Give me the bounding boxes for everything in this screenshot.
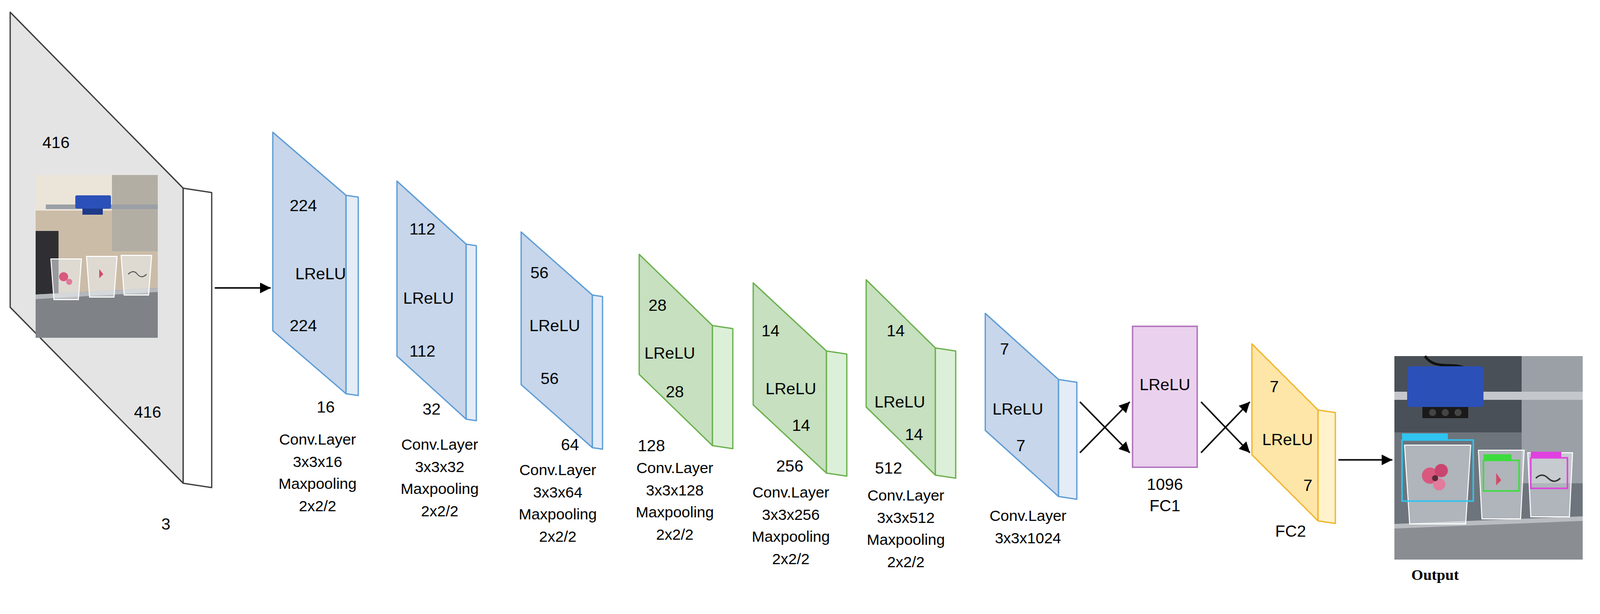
layer-label: FC1 — [1149, 496, 1181, 516]
layer-caption: Conv.Layer 3x3x128 Maxpooling 2x2/2 — [635, 456, 714, 546]
box-outline — [1131, 325, 1198, 469]
layer-label: 28 — [648, 296, 667, 316]
box-fill — [1132, 326, 1198, 468]
layer-label: LReLU — [992, 400, 1044, 419]
conv-layer-slab: 28LReLU28128Conv.Layer 3x3x128 Maxpoolin… — [639, 254, 733, 449]
layer-label: 512 — [874, 459, 902, 478]
conv-layer-slab: 14LReLU14256Conv.Layer 3x3x256 Maxpoolin… — [753, 282, 847, 477]
conv-layer-slab: 14LReLU14512Conv.Layer 3x3x512 Maxpoolin… — [866, 279, 956, 479]
layer-label: 7 — [1000, 339, 1010, 359]
layer-label: 112 — [409, 219, 436, 239]
slab-side — [466, 244, 477, 421]
layer-label: 14 — [761, 321, 780, 341]
output-image: Output — [1394, 356, 1583, 560]
layer-label: 28 — [665, 382, 684, 402]
slab-front — [396, 181, 467, 420]
layer-label: 128 — [637, 436, 665, 456]
slab-side — [183, 188, 212, 488]
layer-label: 56 — [530, 263, 549, 283]
fc-layer-box: LReLU1096FC1 — [1131, 325, 1198, 469]
layer-label: 7 — [1016, 436, 1026, 456]
layer-label: 7 — [1303, 476, 1313, 496]
output-photo — [1394, 356, 1583, 560]
slab-side — [826, 351, 847, 477]
slab-front — [985, 313, 1059, 497]
layer-label: 416 — [133, 403, 161, 422]
slab-side — [712, 325, 733, 449]
layer-caption: Conv.Layer 3x3x256 Maxpooling 2x2/2 — [751, 481, 830, 570]
layer-label: 64 — [560, 435, 580, 455]
layer-label: 14 — [904, 425, 924, 445]
output-label: Output — [1411, 566, 1459, 585]
slab-outline — [866, 279, 956, 479]
layer-label: LReLU — [1262, 430, 1313, 450]
slab-front — [753, 282, 827, 474]
flow-arrow — [1201, 402, 1250, 453]
slab-front — [521, 232, 593, 448]
conv-layer-slab: 56LReLU5664Conv.Layer 3x3x64 Maxpooling … — [521, 232, 603, 450]
slab-front — [272, 132, 347, 394]
layer-label: 16 — [316, 397, 335, 417]
layer-label: LReLU — [295, 264, 347, 284]
layer-label: FC2 — [1275, 522, 1306, 541]
slab-side — [1318, 410, 1336, 524]
layer-label: 7 — [1269, 377, 1279, 397]
layer-caption: Conv.Layer 3x3x16 Maxpooling 2x2/2 — [278, 428, 357, 518]
layer-caption: Conv.Layer 3x3x32 Maxpooling 2x2/2 — [400, 433, 479, 523]
layer-label: 224 — [289, 316, 317, 336]
conv-layer-slab: 224LReLU22416Conv.Layer 3x3x16 Maxpoolin… — [272, 132, 359, 396]
layer-label: LReLU — [765, 379, 817, 399]
layer-label: 32 — [422, 400, 441, 419]
layer-caption: Conv.Layer 3x3x64 Maxpooling 2x2/2 — [518, 459, 597, 548]
slab-front — [10, 12, 184, 484]
photo-scene — [1394, 356, 1583, 560]
input-image-slab: 4164163 — [10, 12, 212, 488]
slab-outline — [272, 132, 359, 396]
layer-label: 14 — [791, 416, 811, 436]
layer-label: 14 — [886, 321, 905, 341]
conv-layer-slab: 112LReLU11232Conv.Layer 3x3x32 Maxpoolin… — [396, 181, 477, 421]
flow-arrow — [214, 287, 271, 290]
flow-arrow — [1338, 459, 1393, 462]
slab-side — [592, 295, 603, 450]
flow-arrow — [1079, 402, 1130, 453]
layer-label: 224 — [289, 196, 317, 216]
layer-label: LReLU — [644, 344, 696, 363]
layer-label: 416 — [42, 133, 70, 153]
photo-scene — [35, 175, 158, 338]
slab-front — [1251, 344, 1319, 522]
layer-label: 1096 — [1146, 475, 1183, 495]
flow-arrow — [1201, 402, 1250, 453]
layer-label: LReLU — [403, 289, 454, 308]
flow-arrow — [1079, 402, 1130, 453]
slab-side — [935, 348, 956, 479]
layer-label: 3 — [161, 515, 171, 534]
conv-layer-slab: 7LReLU7Conv.Layer 3x3x1024 — [985, 313, 1077, 500]
layer-label: 256 — [776, 456, 804, 476]
layer-caption: Conv.Layer 3x3x512 Maxpooling 2x2/2 — [866, 484, 945, 574]
slab-side — [1058, 379, 1077, 500]
slab-side — [346, 195, 359, 396]
slab-front — [639, 254, 713, 446]
layer-caption: Conv.Layer 3x3x1024 — [989, 504, 1067, 550]
fc-layer-slab: 7LReLU7FC2 — [1251, 344, 1336, 524]
layer-label: 112 — [409, 341, 436, 361]
layer-label: LReLU — [874, 392, 926, 412]
layer-label: 56 — [540, 369, 559, 389]
input-photo — [35, 175, 158, 338]
layer-label: LReLU — [1139, 375, 1191, 395]
slab-front — [866, 279, 936, 476]
layer-label: LReLU — [529, 316, 581, 336]
